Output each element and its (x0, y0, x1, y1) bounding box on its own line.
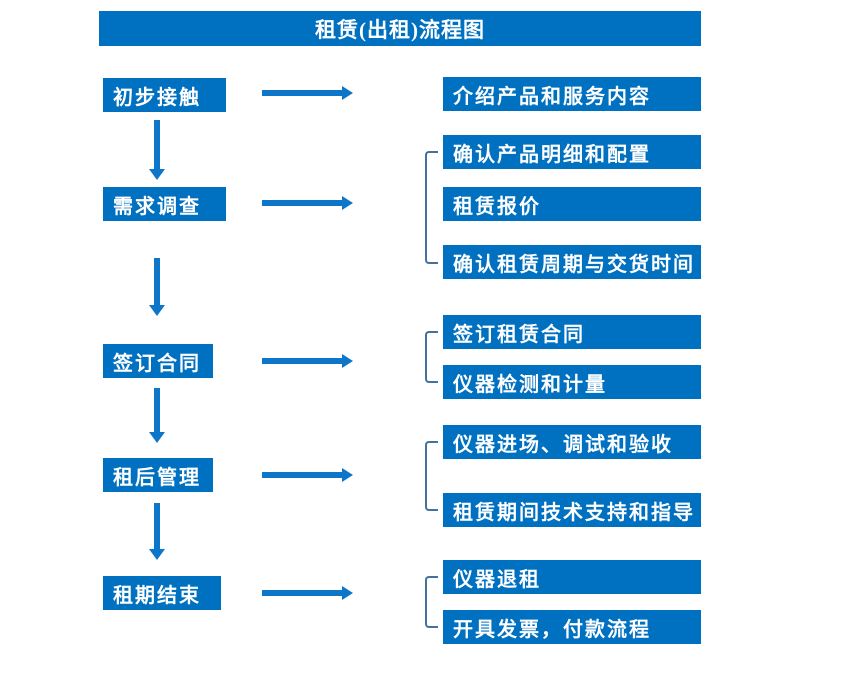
right-arrow-4 (262, 468, 353, 482)
output-box-5-1: 仪器退租 (443, 560, 701, 594)
output-label: 仪器检测和计量 (453, 373, 607, 396)
down-arrow-head-icon (149, 169, 165, 180)
down-arrow-4 (149, 503, 165, 560)
right-arrow-head-icon (342, 586, 353, 600)
right-arrow-2 (262, 196, 353, 210)
right-arrow-shaft (262, 472, 344, 478)
right-arrow-head-icon (342, 354, 353, 368)
output-box-4-1: 仪器进场、调试和验收 (443, 425, 701, 459)
output-box-2-1: 确认产品明细和配置 (443, 135, 701, 169)
output-label: 确认租赁周期与交货时间 (453, 253, 695, 276)
stage-box-4: 租后管理 (103, 458, 213, 492)
down-arrow-head-icon (149, 549, 165, 560)
output-label: 确认产品明细和配置 (453, 143, 651, 166)
stage-box-2: 需求调查 (103, 187, 226, 221)
right-arrow-shaft (262, 358, 344, 364)
right-arrow-head-icon (342, 86, 353, 100)
right-arrow-shaft (262, 200, 344, 206)
stage-label-5: 租期结束 (113, 584, 201, 607)
stage-box-3: 签订合同 (103, 344, 213, 378)
output-box-2-2: 租赁报价 (443, 187, 701, 221)
output-label: 租赁期间技术支持和指导 (453, 501, 695, 524)
stage-label-1: 初步接触 (113, 86, 201, 109)
bracket-group-3 (425, 331, 438, 383)
output-label: 开具发票，付款流程 (453, 618, 651, 641)
output-label: 仪器进场、调试和验收 (453, 433, 673, 456)
output-box-4-2: 租赁期间技术支持和指导 (443, 493, 701, 527)
stage-box-1: 初步接触 (103, 78, 226, 112)
output-box-2-3: 确认租赁周期与交货时间 (443, 245, 701, 279)
bracket-group-2 (425, 151, 438, 264)
output-box-1-1: 介绍产品和服务内容 (443, 77, 701, 111)
output-label: 仪器退租 (453, 568, 541, 591)
right-arrow-5 (262, 586, 353, 600)
right-arrow-1 (262, 86, 353, 100)
stage-label-2: 需求调查 (113, 195, 201, 218)
output-box-3-1: 签订租赁合同 (443, 315, 701, 349)
down-arrow-head-icon (149, 305, 165, 316)
right-arrow-shaft (262, 590, 344, 596)
right-arrow-shaft (262, 90, 344, 96)
page-title: 租赁(出租)流程图 (315, 17, 485, 42)
down-arrow-shaft (154, 120, 160, 170)
stage-label-3: 签订合同 (113, 352, 201, 375)
down-arrow-head-icon (149, 432, 165, 443)
down-arrow-shaft (154, 388, 160, 433)
right-arrow-3 (262, 354, 353, 368)
down-arrow-shaft (154, 258, 160, 306)
down-arrow-3 (149, 388, 165, 443)
down-arrow-2 (149, 258, 165, 316)
stage-label-4: 租后管理 (113, 466, 201, 489)
output-box-3-2: 仪器检测和计量 (443, 365, 701, 399)
output-box-5-2: 开具发票，付款流程 (443, 610, 701, 644)
right-arrow-head-icon (342, 196, 353, 210)
bracket-group-5 (425, 576, 438, 628)
bracket-group-4 (425, 441, 438, 511)
stage-box-5: 租期结束 (103, 576, 221, 610)
output-label: 租赁报价 (453, 195, 541, 218)
right-arrow-head-icon (342, 468, 353, 482)
down-arrow-shaft (154, 503, 160, 550)
title-bar: 租赁(出租)流程图 (99, 11, 701, 46)
down-arrow-1 (149, 120, 165, 180)
output-label: 签订租赁合同 (453, 323, 585, 346)
output-label: 介绍产品和服务内容 (453, 85, 651, 108)
